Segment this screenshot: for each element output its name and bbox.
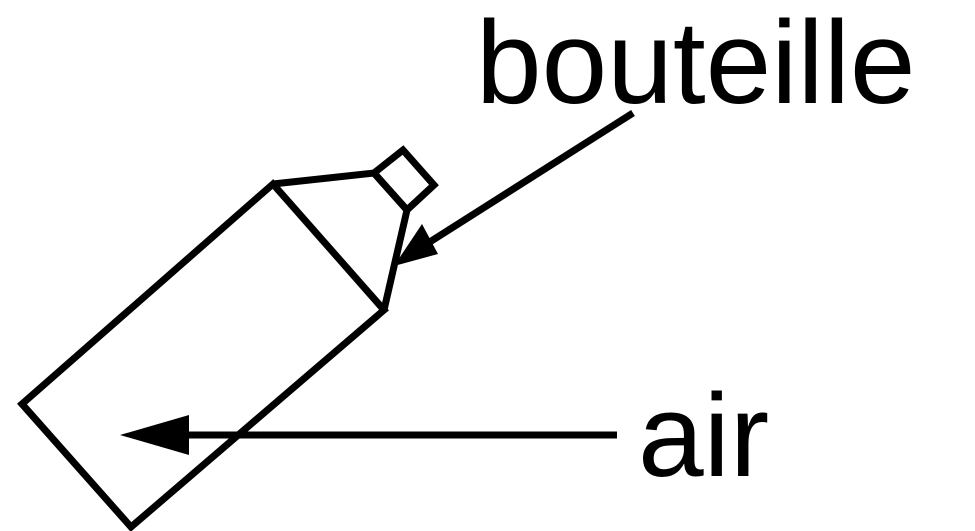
bottle-neck — [272, 169, 411, 311]
bottle-label: bouteille — [476, 0, 916, 129]
bottle-arrow-line — [423, 110, 635, 248]
bottle-cap — [368, 145, 439, 215]
bottle-body — [17, 179, 389, 531]
bottle-arrow-head — [394, 224, 438, 266]
air-arrow-head — [120, 415, 189, 455]
air-label: air — [638, 370, 769, 502]
